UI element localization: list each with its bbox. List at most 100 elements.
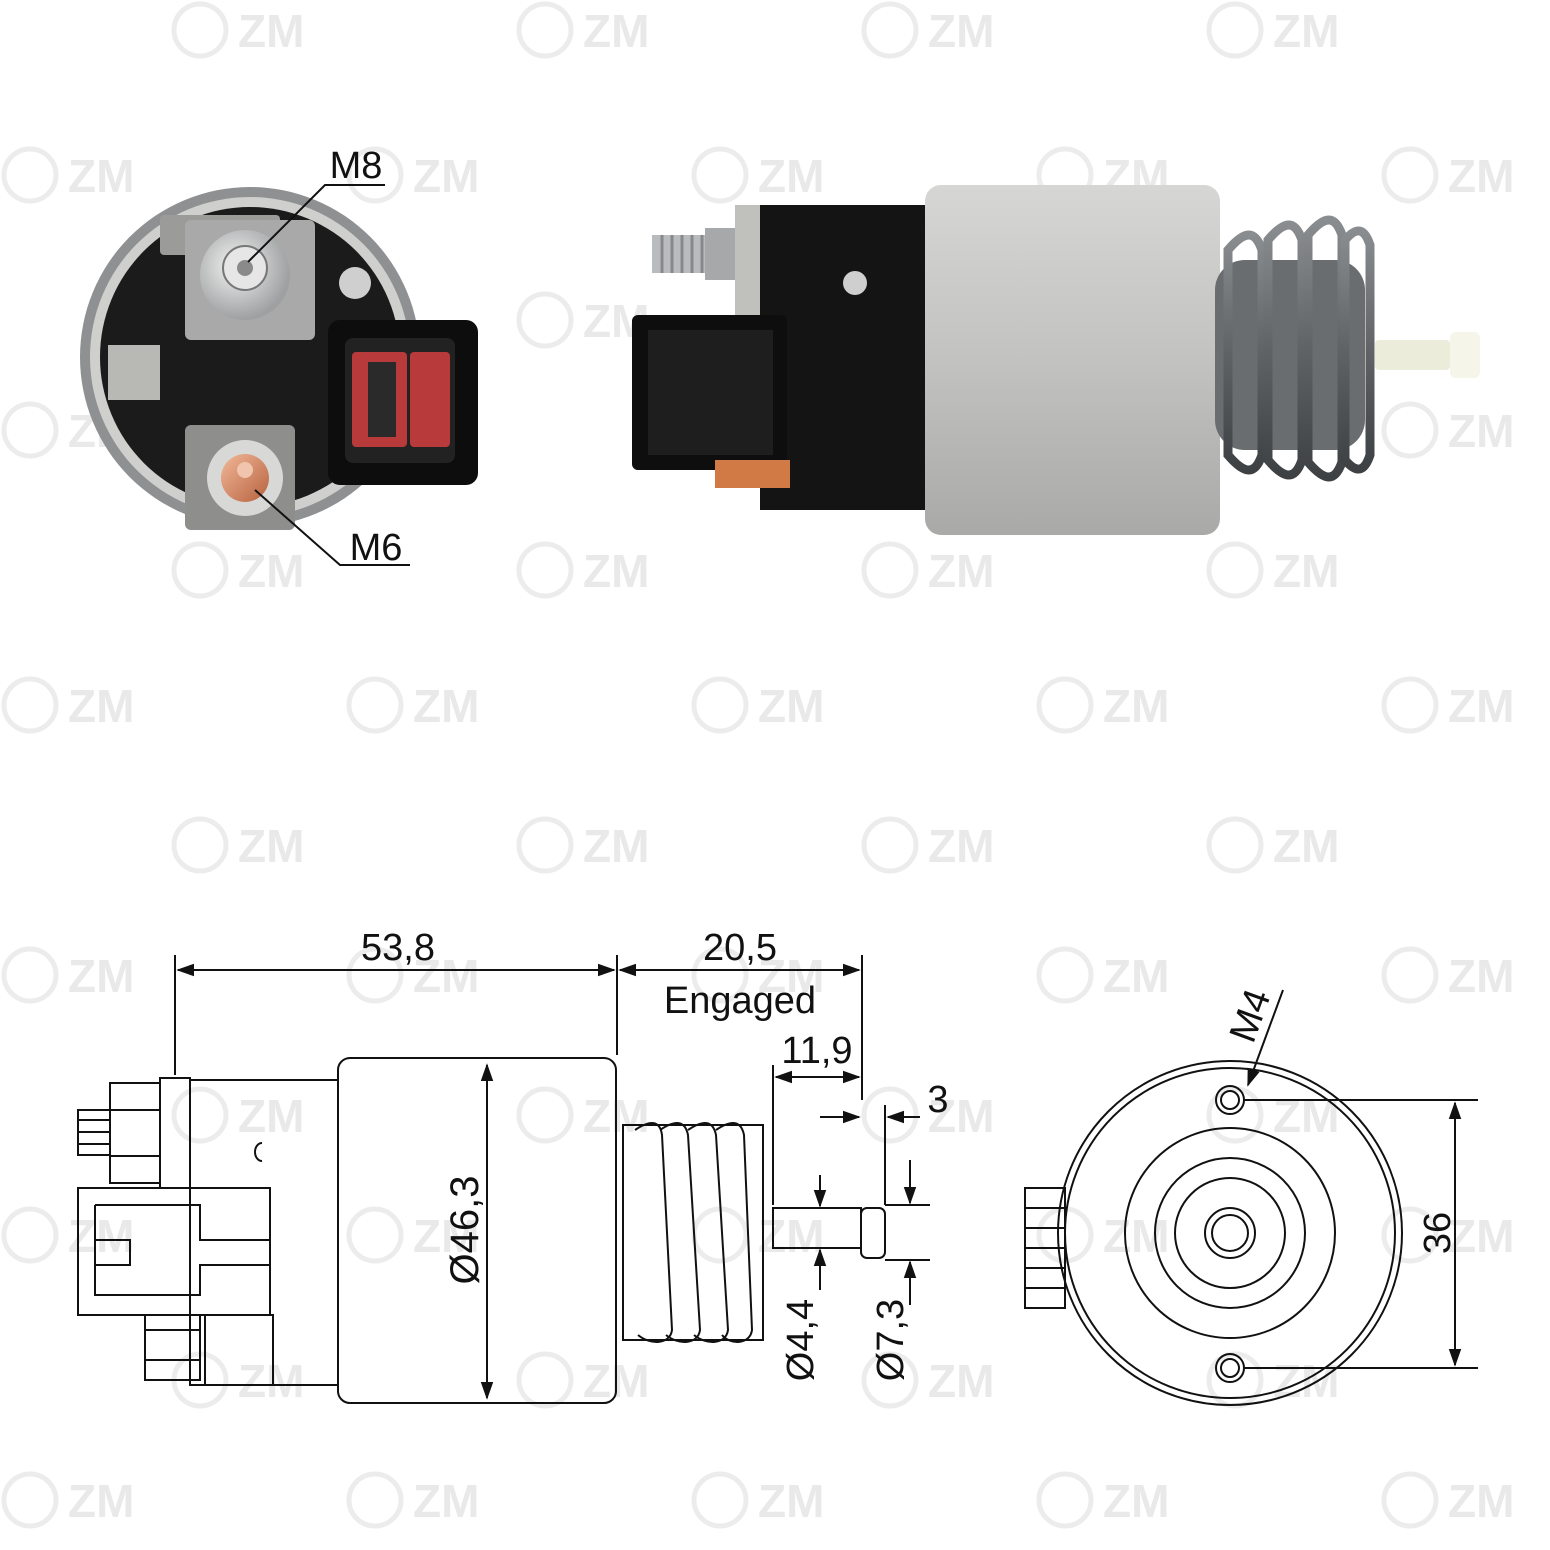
hole-spacing-label: 36 (1417, 1212, 1459, 1254)
m4-leader (1247, 989, 1284, 1087)
watermark-layer: ZM ZM ZM ZM ZM ZM ZM ZM ZM ZM ZM ZM ZM ZM ZM ZM ZM ZM ZM ZM… (1, 1, 1514, 1529)
svg-text:ZM: ZM (1448, 680, 1514, 732)
spring-coils (634, 1122, 754, 1343)
zm-watermark: ZM (1206, 1, 1339, 59)
m6-nut-outline (144, 1314, 201, 1381)
svg-text:ZM: ZM (68, 1210, 134, 1262)
engaged-label: Engaged (664, 980, 816, 1022)
m6-label: M6 (350, 527, 403, 569)
zm-watermark: ZM (346, 146, 479, 204)
solenoid-housing (925, 185, 1220, 535)
m6-stud (715, 460, 790, 488)
zm-watermark: ZM (1, 1206, 134, 1264)
zm-watermark: ZM (1381, 401, 1514, 459)
zm-watermark: ZM (1036, 676, 1169, 734)
zm-watermark: ZM (1036, 1471, 1169, 1529)
zm-watermark: ZM (171, 1, 304, 59)
svg-text:ZM: ZM (583, 545, 649, 597)
zm-watermark: ZM (346, 1206, 479, 1264)
zm-watermark: ZM (516, 1, 649, 59)
svg-text:ZM: ZM (1273, 1355, 1339, 1407)
zm-watermark: ZM (171, 1086, 304, 1144)
end-center-bore (1204, 1207, 1256, 1259)
svg-text:ZM: ZM (583, 820, 649, 872)
svg-text:ZM: ZM (1448, 150, 1514, 202)
svg-text:ZM: ZM (238, 820, 304, 872)
svg-text:ZM: ZM (413, 1210, 479, 1262)
svg-text:ZM: ZM (413, 1475, 479, 1527)
svg-text:ZM: ZM (928, 545, 994, 597)
plunger-tip (1375, 340, 1450, 370)
plunger-head-outline (860, 1207, 886, 1259)
zm-watermark: ZM (516, 1086, 649, 1144)
svg-text:ZM: ZM (758, 1210, 824, 1262)
insulator-cap (760, 205, 935, 510)
end-view-photo: M8 M6 (80, 145, 478, 569)
zm-watermark: ZM (861, 1, 994, 59)
svg-text:ZM: ZM (238, 1090, 304, 1142)
zm-watermark: ZM (1206, 816, 1339, 874)
svg-text:ZM: ZM (1448, 1475, 1514, 1527)
zm-watermark: ZM (346, 676, 479, 734)
svg-text:ZM: ZM (413, 680, 479, 732)
svg-text:ZM: ZM (68, 150, 134, 202)
zm-watermark: ZM (516, 541, 649, 599)
m8-label: M8 (330, 145, 383, 187)
m6-leader (254, 489, 410, 566)
zm-watermark: ZM (1036, 946, 1169, 1004)
svg-text:ZM: ZM (1273, 5, 1339, 57)
svg-text:ZM: ZM (758, 680, 824, 732)
zm-watermark: ZM (861, 1351, 994, 1409)
svg-text:ZM: ZM (68, 1475, 134, 1527)
zm-watermark: ZM (1206, 1351, 1339, 1409)
return-spring (1223, 215, 1375, 482)
plunger-barrel (1215, 260, 1365, 450)
zm-watermark: ZM (171, 816, 304, 874)
svg-text:ZM: ZM (238, 1355, 304, 1407)
svg-text:ZM: ZM (1273, 545, 1339, 597)
zm-watermark: ZM (861, 1086, 994, 1144)
svg-text:ZM: ZM (758, 1475, 824, 1527)
side-view-photo (632, 185, 1480, 535)
svg-text:ZM: ZM (413, 150, 479, 202)
zm-watermark: ZM (691, 676, 824, 734)
zm-watermark: ZM (1, 146, 134, 204)
svg-text:ZM: ZM (928, 5, 994, 57)
side-technical-drawing (77, 955, 930, 1404)
zm-watermark: ZM (1381, 1471, 1514, 1529)
end-technical-drawing (1024, 989, 1478, 1406)
overall-length-label: 53,8 (361, 927, 435, 969)
rivet-head (339, 267, 371, 299)
zm-watermark: ZM (171, 541, 304, 599)
zm-watermark: ZM (691, 1206, 824, 1264)
end-outer-circle (1057, 1060, 1403, 1406)
svg-text:ZM: ZM (928, 1090, 994, 1142)
tip-diameter-label: Ø7,3 (870, 1299, 912, 1381)
svg-text:ZM: ZM (1448, 950, 1514, 1002)
svg-text:ZM: ZM (1273, 820, 1339, 872)
plunger-travel-label: 20,5 (703, 927, 777, 969)
zm-watermark: ZM (1206, 541, 1339, 599)
zm-watermark: ZM (516, 291, 649, 349)
m4-label: M4 (1222, 984, 1280, 1048)
m8-leader (247, 184, 385, 263)
zm-watermark: ZM (861, 541, 994, 599)
zm-watermark: ZM (1, 676, 134, 734)
svg-text:ZM: ZM (68, 680, 134, 732)
svg-text:ZM: ZM (928, 820, 994, 872)
housing-outline (337, 1057, 617, 1404)
svg-text:ZM: ZM (1103, 680, 1169, 732)
zm-watermark: ZM (1381, 676, 1514, 734)
svg-text:ZM: ZM (1103, 1475, 1169, 1527)
stroke-label: 11,9 (781, 1030, 852, 1072)
svg-text:ZM: ZM (1273, 1090, 1339, 1142)
zm-watermark: ZM (1381, 946, 1514, 1004)
svg-text:ZM: ZM (1103, 1210, 1169, 1262)
zm-watermark: ZM (691, 1471, 824, 1529)
zm-watermark: ZM (1, 1471, 134, 1529)
shaft-diameter-label: Ø4,4 (780, 1299, 822, 1381)
zm-watermark: ZM (861, 816, 994, 874)
zm-watermark: ZM (1206, 1086, 1339, 1144)
zm-watermark: ZM (691, 146, 824, 204)
